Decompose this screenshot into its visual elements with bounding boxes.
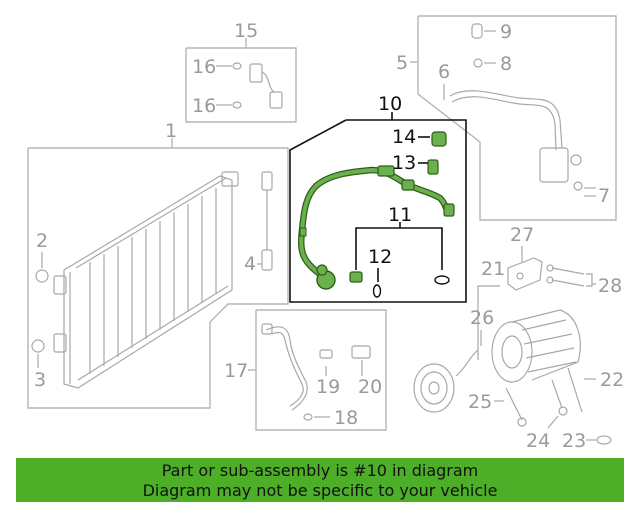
o-ring-part	[434, 275, 450, 285]
condenser-part	[53, 171, 239, 389]
o-ring-small-part	[372, 284, 382, 298]
callout-25: 25	[468, 391, 492, 413]
bracket-part	[507, 257, 543, 291]
callout-3: 3	[34, 369, 46, 391]
banner-line-2: Diagram may not be specific to your vehi…	[142, 481, 498, 500]
receiver-dryer-part	[261, 171, 273, 271]
callout-5: 5	[396, 52, 408, 74]
bolt-24-part	[551, 379, 563, 409]
group-17-box: 17 19 20 18	[224, 309, 387, 431]
callout-16-top: 16	[192, 56, 216, 78]
callout-26: 26	[470, 307, 494, 329]
cap-part	[431, 131, 447, 147]
group-5-box: 5 9 8 6 7	[396, 15, 617, 221]
group-15-box: 15 16 16	[185, 20, 297, 123]
callout-8: 8	[500, 53, 512, 75]
callout-12: 12	[368, 246, 392, 268]
compressor-group: 21 27 28 26	[413, 224, 624, 452]
bolts-28-part	[546, 264, 585, 287]
callout-10: 10	[378, 93, 402, 115]
callout-20: 20	[358, 376, 382, 398]
bolt-25-part	[505, 387, 523, 421]
callout-7: 7	[598, 185, 610, 207]
clutch-pulley-part	[413, 349, 479, 413]
group-10-box: 10 14 13 11 12	[289, 93, 467, 303]
callout-9: 9	[500, 21, 512, 43]
callout-11: 11	[388, 204, 412, 226]
callout-16-bottom: 16	[192, 95, 216, 117]
ac-hose-assembly-part	[298, 159, 455, 290]
callout-23: 23	[562, 430, 586, 452]
evaporator-line-part	[449, 90, 583, 191]
callout-22: 22	[600, 369, 624, 391]
callout-1: 1	[165, 120, 177, 142]
group-1-box: 1 2 3 4	[27, 120, 289, 409]
plug-23-part	[596, 435, 612, 445]
callout-13: 13	[392, 152, 416, 174]
info-banner: Part or sub-assembly is #10 in diagram D…	[16, 458, 624, 502]
callout-14: 14	[392, 126, 416, 148]
bolt-22-part	[567, 367, 583, 413]
callout-28: 28	[598, 275, 622, 297]
seal-fitting-part	[349, 271, 363, 283]
callout-15: 15	[234, 20, 258, 42]
callout-27: 27	[510, 224, 534, 246]
compressor-part	[491, 309, 581, 383]
callout-19: 19	[316, 376, 340, 398]
suction-line-part	[261, 323, 308, 411]
sensor-harness-part	[249, 63, 283, 109]
callout-2: 2	[36, 230, 48, 252]
callout-6: 6	[438, 61, 450, 83]
callout-18: 18	[334, 407, 358, 429]
banner-line-1: Part or sub-assembly is #10 in diagram	[161, 461, 479, 480]
callout-17: 17	[224, 360, 248, 382]
callout-21: 21	[481, 258, 505, 280]
callout-24: 24	[526, 430, 550, 452]
callout-4: 4	[244, 253, 256, 275]
